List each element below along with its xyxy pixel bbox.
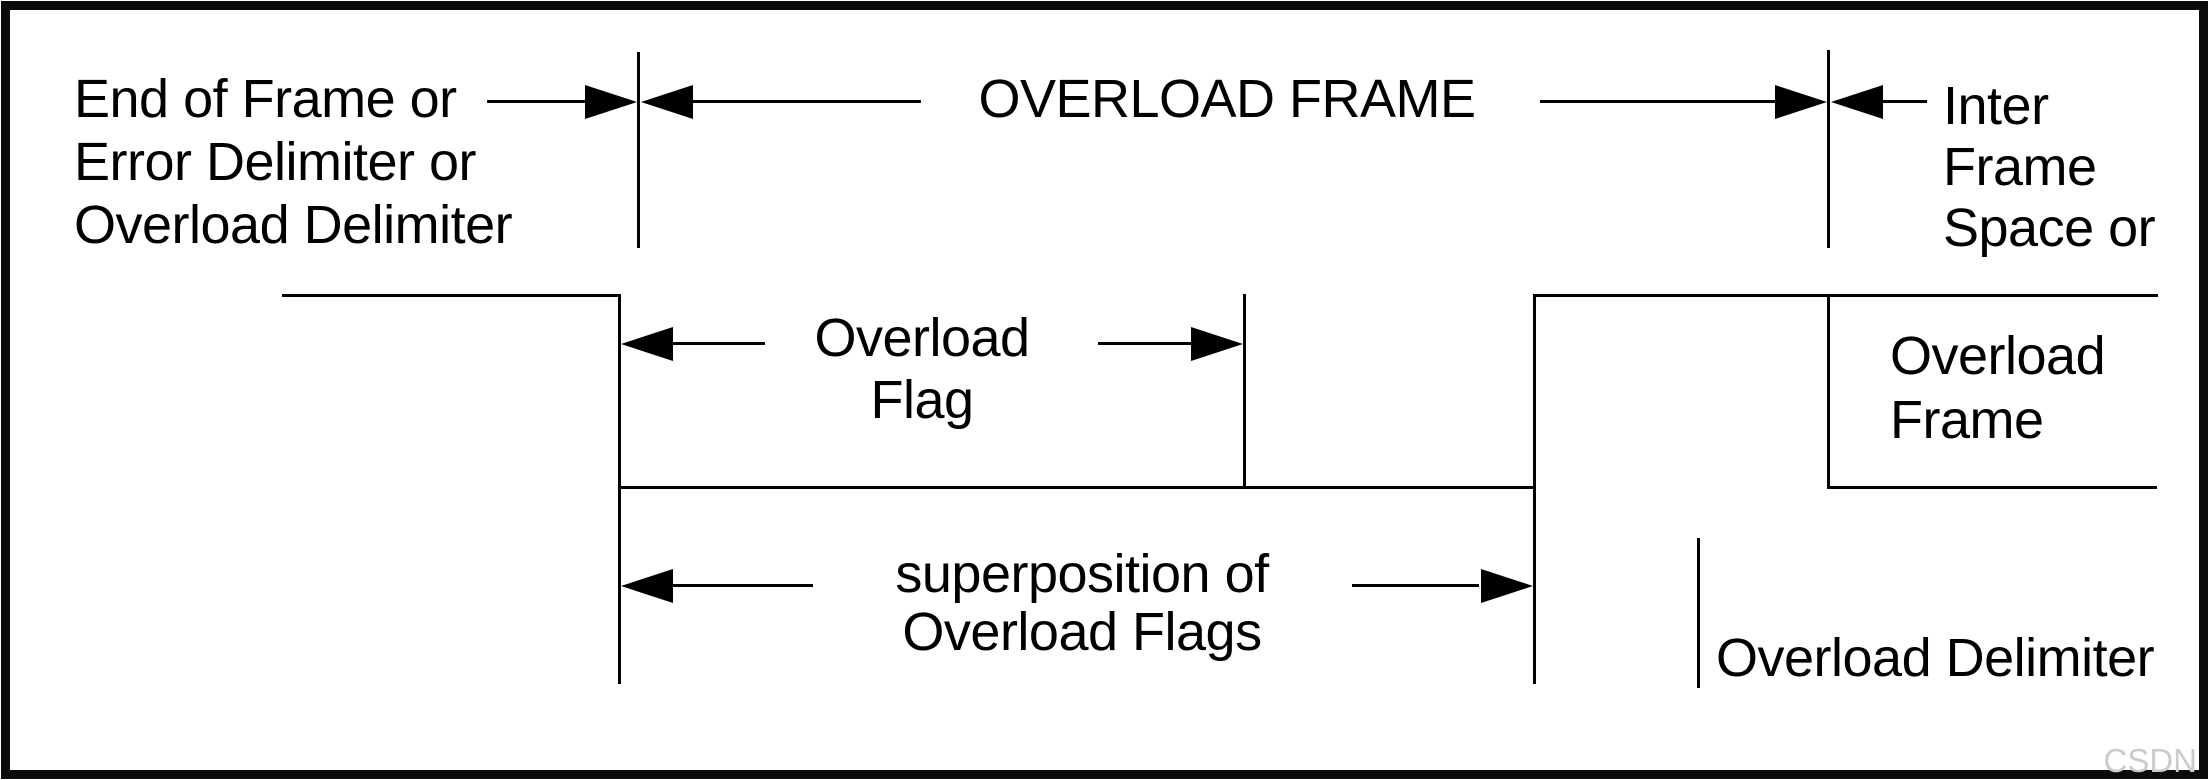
- overload-flag-label-line1: Overload: [814, 308, 1030, 368]
- arrowhead-left-of-overload-frame-span: [641, 85, 693, 119]
- overload-frame-box-left-edge: [1827, 294, 1830, 489]
- waveform-low-level: [618, 486, 1536, 489]
- overload-flag-end-tick: [1243, 294, 1246, 489]
- waveform-rising-edge: [1533, 294, 1536, 684]
- overload-delimiter-tick: [1697, 538, 1700, 688]
- overload-frame-box-label-line1: Overload: [1890, 326, 2106, 386]
- watermark-text: CSDN @Charming Sun: [2103, 742, 2197, 779]
- superposition-line-right: [1352, 584, 1479, 587]
- superposition-label: superposition of Overload Flags: [882, 545, 1282, 661]
- overload-flag-label: Overload Flag: [772, 307, 1072, 431]
- arrowhead-left-at-right-tick: [1831, 85, 1883, 119]
- overload-flag-line-right: [1098, 342, 1191, 345]
- superposition-line-left: [673, 584, 813, 587]
- overload-frame-title: OVERLOAD FRAME: [978, 69, 1476, 129]
- overload-frame-span-line-right: [1540, 100, 1775, 103]
- overload-flag-line-left: [673, 342, 765, 345]
- superposition-label-line2: Overload Flags: [902, 602, 1262, 662]
- superposition-label-line1: superposition of: [895, 544, 1269, 604]
- inter-frame-space-label: Inter Frame Space or: [1943, 76, 2156, 259]
- overload-flag-label-line2: Flag: [870, 370, 974, 430]
- overload-delimiter-label: Overload Delimiter: [1716, 628, 2155, 688]
- overload-frame-box-bottom-edge: [1827, 486, 2157, 489]
- arrowhead-left-superposition: [621, 569, 673, 603]
- arrowhead-right-superposition: [1481, 569, 1533, 603]
- inter-frame-space-label-line3: Space or: [1943, 198, 2156, 258]
- overload-frame-span-line-left: [693, 100, 921, 103]
- inter-frame-space-label-line2: Frame: [1943, 137, 2097, 197]
- inter-frame-space-label-line1: Inter: [1943, 76, 2049, 136]
- left-boundary-tick: [637, 52, 640, 248]
- right-measure-stub-line: [1883, 100, 1927, 103]
- end-of-frame-label-line2: Error Delimiter or: [74, 132, 477, 192]
- overload-frame-box-label-line2: Frame: [1890, 390, 2044, 450]
- arrowhead-right-of-overload-frame-span: [1775, 85, 1827, 119]
- end-of-frame-label-line1: End of Frame or: [74, 69, 457, 129]
- end-of-frame-label-line3: Overload Delimiter: [74, 195, 513, 255]
- waveform-falling-edge: [618, 294, 621, 684]
- overload-frame-box-label: Overload Frame: [1890, 324, 2106, 452]
- end-of-frame-label: End of Frame or Error Delimiter or Overl…: [74, 68, 513, 257]
- arrowhead-left-overload-flag: [621, 327, 673, 361]
- arrowhead-right-at-left-tick: [585, 85, 637, 119]
- left-measure-line: [487, 100, 587, 103]
- waveform-high-left: [282, 294, 620, 297]
- arrowhead-right-overload-flag: [1191, 327, 1243, 361]
- waveform-high-right: [1533, 294, 2158, 297]
- right-boundary-tick: [1827, 50, 1830, 248]
